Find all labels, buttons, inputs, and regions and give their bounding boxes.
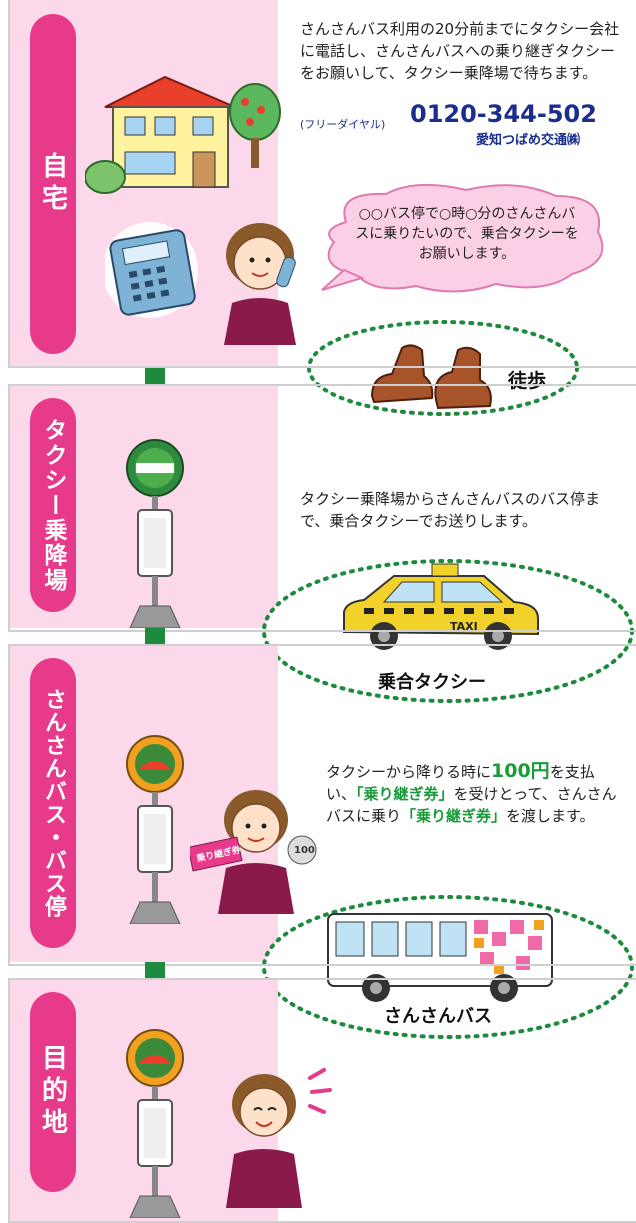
person-paying-illustration bbox=[190, 790, 317, 914]
taxi-stop-sign-icon bbox=[126, 439, 184, 628]
coin-label: 100 bbox=[294, 845, 315, 856]
instruction-part: を支払い、 bbox=[326, 763, 595, 803]
walk-label: 徒歩 bbox=[508, 370, 547, 392]
instruction-part: を受けとって、さんさんバスに乗り bbox=[326, 785, 617, 825]
speech-text: ○○バス停で○時○分のさんさんバスに乗りたいので、乗合タクシーをお願いします。 bbox=[355, 206, 579, 262]
label-home: 自宅 bbox=[30, 14, 76, 354]
shared-taxi-label: 乗合タクシー bbox=[378, 672, 486, 693]
taxi-company-name: 愛知つばめ交通㈱ bbox=[476, 133, 581, 148]
bus-stop-border bbox=[8, 644, 636, 966]
section-destination: 目的地 bbox=[0, 978, 636, 1223]
bus-stop-instruction: タクシーから降りる時に100円を支払い、「乗り継ぎ券」を受けとって、さんさんバス… bbox=[326, 760, 622, 827]
destination-stop-sign-icon bbox=[126, 1029, 184, 1218]
bus-stop-sign-icon bbox=[126, 735, 184, 924]
sansan-bus-label: さんさんバス bbox=[384, 1006, 492, 1027]
section-home: 自宅 さんさんバス利用の20分前までにタクシー会社に電話し、さんさんバス bbox=[0, 0, 636, 416]
label-destination: 目的地 bbox=[30, 992, 76, 1192]
person-arrived-illustration bbox=[226, 1068, 332, 1208]
transfer-ticket-text: 「乗り継ぎ券」 bbox=[356, 785, 454, 803]
speech-bubble bbox=[321, 183, 604, 293]
label-taxi-stand: タクシー乗降場 bbox=[30, 398, 76, 612]
home-border bbox=[8, 0, 636, 368]
home-instruction-text: さんさんバス利用の20分前までにタクシー会社に電話し、さんさんバスへの乗り継ぎタ… bbox=[300, 20, 620, 82]
label-bus-stop: さんさんバス・バス停 bbox=[30, 658, 76, 948]
section-bus-stop: さんさんバス・バス停 乗り継ぎ券 100 タクシーから降りる時に100円を支払い… bbox=[0, 644, 636, 1039]
shoes-icon bbox=[370, 344, 492, 410]
destination-border bbox=[8, 978, 636, 1223]
fare-amount: 100円 bbox=[491, 760, 550, 782]
instruction-part: を渡します。 bbox=[506, 807, 595, 825]
telephone-icon bbox=[105, 222, 198, 318]
taxi-sign-text: TAXI bbox=[450, 620, 478, 633]
bus-icon bbox=[327, 913, 553, 1002]
free-dial-label: (フリーダイヤル) bbox=[300, 118, 386, 131]
house-illustration bbox=[85, 75, 281, 194]
taxi-stand-instruction: タクシー乗降場からさんさんバスのバス停まで、乗合タクシーでお送りします。 bbox=[300, 490, 601, 530]
instruction-part: タクシーから降りる時に bbox=[326, 763, 492, 781]
phone-number[interactable]: 0120-344-502 bbox=[410, 100, 597, 128]
section-taxi-stand: タクシー乗降場 タクシー乗降場からさんさんバスのバス停まで、乗合タクシーでお送り… bbox=[0, 384, 636, 703]
taxi-car-icon bbox=[343, 563, 539, 650]
transfer-ticket-text: 「乗り継ぎ券」 bbox=[401, 807, 507, 825]
taxi-stand-border bbox=[8, 384, 636, 632]
person-calling-illustration bbox=[224, 223, 296, 345]
